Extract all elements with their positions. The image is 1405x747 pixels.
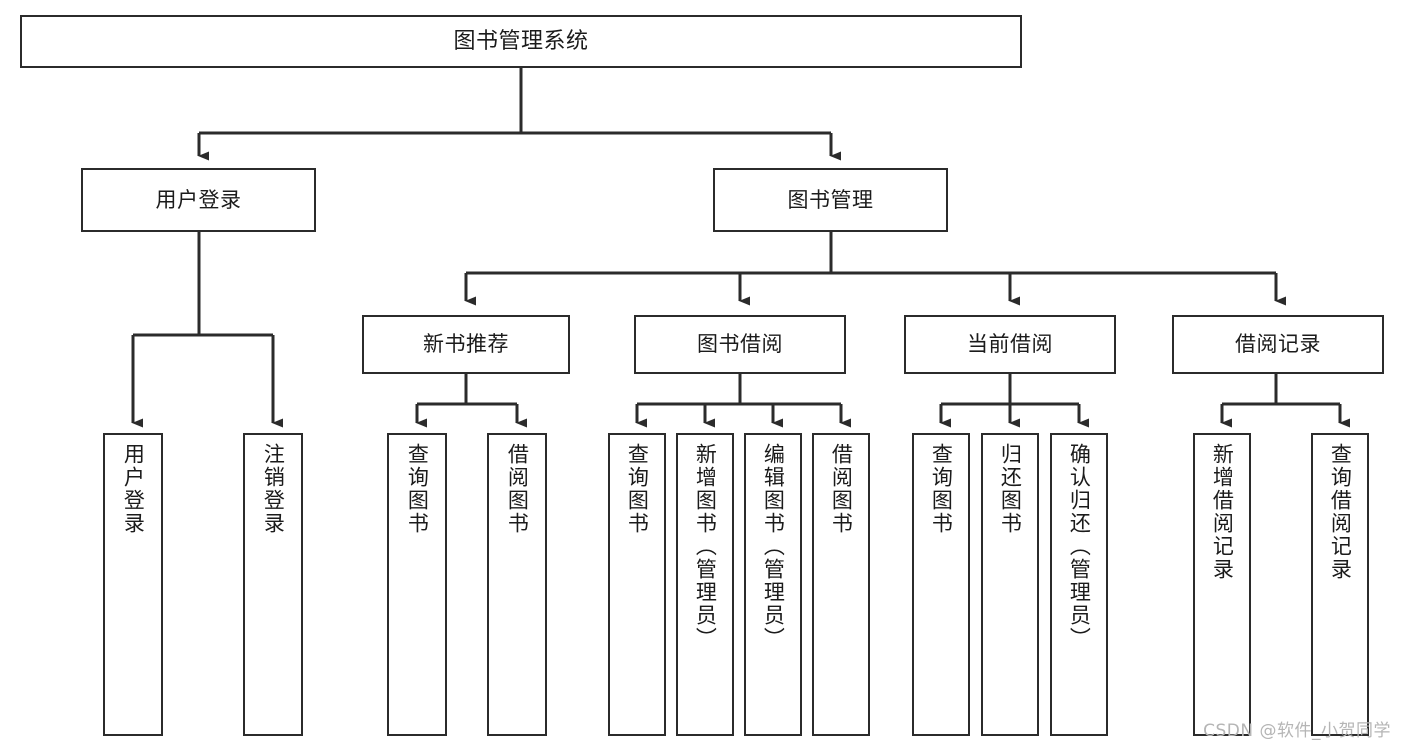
node-leaf-query-record-label: 查询借阅记录 [1328, 443, 1353, 581]
node-leaf-query-book-2-label: 查询图书 [625, 443, 650, 535]
node-user-login-label: 用户登录 [155, 187, 242, 212]
node-leaf-edit-book[interactable]: 编辑图书（管理员） [744, 433, 802, 736]
node-leaf-confirm-return-label: 确认归还（管理员） [1067, 443, 1092, 650]
node-new-book-recommend-label: 新书推荐 [423, 332, 509, 357]
node-book-borrow[interactable]: 图书借阅 [634, 315, 846, 374]
node-borrow-record-label: 借阅记录 [1235, 332, 1321, 357]
node-borrow-record[interactable]: 借阅记录 [1172, 315, 1384, 374]
node-leaf-logout[interactable]: 注销登录 [243, 433, 303, 736]
node-leaf-borrow-book-1-label: 借阅图书 [505, 443, 530, 535]
node-leaf-add-book-label: 新增图书（管理员） [693, 443, 718, 650]
node-leaf-query-record[interactable]: 查询借阅记录 [1311, 433, 1369, 736]
node-leaf-borrow-book-2-label: 借阅图书 [829, 443, 854, 535]
node-leaf-query-book-3[interactable]: 查询图书 [912, 433, 970, 736]
node-leaf-query-book-2[interactable]: 查询图书 [608, 433, 666, 736]
node-root-label: 图书管理系统 [453, 28, 589, 54]
node-book-manage[interactable]: 图书管理 [713, 168, 948, 232]
node-leaf-add-book[interactable]: 新增图书（管理员） [676, 433, 734, 736]
node-current-borrow[interactable]: 当前借阅 [904, 315, 1116, 374]
node-leaf-user-login-label: 用户登录 [121, 443, 146, 535]
node-leaf-return-book-label: 归还图书 [998, 443, 1023, 535]
watermark-text: CSDN @软件_小贺同学 [1203, 721, 1391, 741]
node-book-manage-label: 图书管理 [787, 187, 874, 212]
node-leaf-query-book-3-label: 查询图书 [929, 443, 954, 535]
node-root[interactable]: 图书管理系统 [20, 15, 1022, 68]
node-leaf-confirm-return[interactable]: 确认归还（管理员） [1050, 433, 1108, 736]
node-leaf-borrow-book-1[interactable]: 借阅图书 [487, 433, 547, 736]
node-leaf-add-record-label: 新增借阅记录 [1210, 443, 1235, 581]
node-leaf-logout-label: 注销登录 [261, 443, 286, 535]
node-leaf-borrow-book-2[interactable]: 借阅图书 [812, 433, 870, 736]
node-current-borrow-label: 当前借阅 [967, 332, 1053, 357]
node-leaf-edit-book-label: 编辑图书（管理员） [761, 443, 786, 650]
node-leaf-query-book-1-label: 查询图书 [405, 443, 430, 535]
node-leaf-add-record[interactable]: 新增借阅记录 [1193, 433, 1251, 736]
node-leaf-return-book[interactable]: 归还图书 [981, 433, 1039, 736]
node-new-book-recommend[interactable]: 新书推荐 [362, 315, 570, 374]
node-leaf-query-book-1[interactable]: 查询图书 [387, 433, 447, 736]
node-book-borrow-label: 图书借阅 [697, 332, 783, 357]
node-leaf-user-login[interactable]: 用户登录 [103, 433, 163, 736]
node-user-login[interactable]: 用户登录 [81, 168, 316, 232]
